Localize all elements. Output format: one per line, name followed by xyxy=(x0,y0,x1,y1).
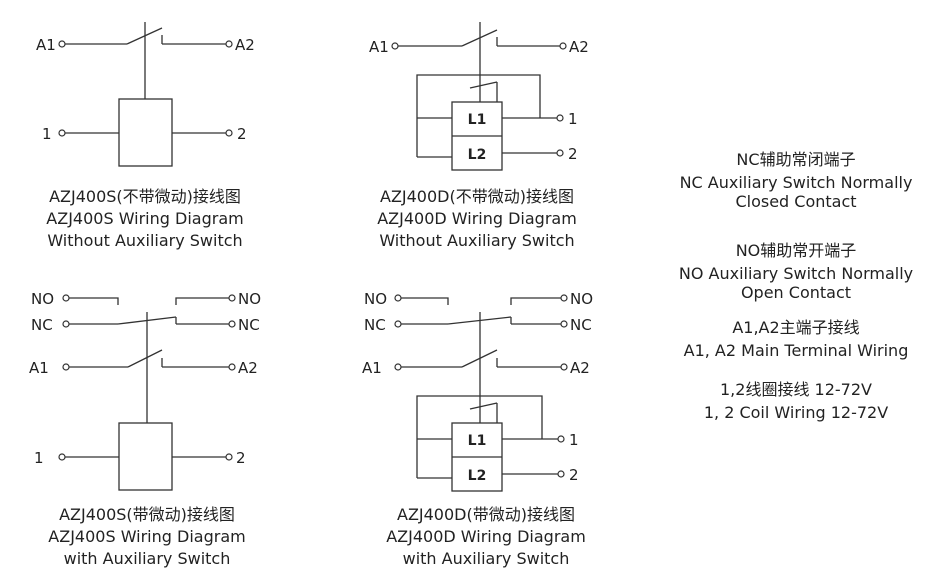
legend-nc-line-3: Closed Contact xyxy=(735,192,856,211)
terminal-no-label: NO xyxy=(31,290,54,308)
legend-no-line-3: Open Contact xyxy=(741,283,851,302)
terminal-a1-label: A1 xyxy=(369,38,389,56)
terminal-nc xyxy=(394,320,402,328)
no-contact-right xyxy=(510,297,561,305)
terminal-nc-label: NC xyxy=(364,316,386,334)
coil-l2-label: L2 xyxy=(468,468,487,484)
terminal-2 xyxy=(225,129,233,137)
terminal-no xyxy=(62,294,70,302)
terminal-nc xyxy=(62,320,70,328)
terminal-a1-label: A1 xyxy=(362,359,382,377)
caption-line-1: AZJ400D(不带微动)接线图 xyxy=(380,187,574,206)
terminal-nc-label: NC xyxy=(238,316,260,334)
terminal-2 xyxy=(557,470,565,478)
caption-line-1: AZJ400S(带微动)接线图 xyxy=(59,505,235,524)
terminal-2-label: 2 xyxy=(237,125,247,143)
terminal-a2-label: A2 xyxy=(569,38,589,56)
terminal-a1 xyxy=(394,363,402,371)
terminal-nc xyxy=(228,320,236,328)
terminal-1-label: 1 xyxy=(568,110,578,128)
terminal-a2-label: A2 xyxy=(570,359,590,377)
terminal-nc xyxy=(560,320,568,328)
diagram-azj400d-without-aux: A1 A2 L1 L2 1 2 AZJ400D(不带微动)接线图 AZJ400D… xyxy=(369,22,589,250)
terminal-a1-label: A1 xyxy=(29,359,49,377)
caption-line-2: AZJ400D Wiring Diagram xyxy=(386,527,586,546)
terminal-a2 xyxy=(560,363,568,371)
terminal-1-label: 1 xyxy=(42,125,52,143)
coil-box xyxy=(118,98,173,167)
diagram-azj400s-with-aux: NO NO NC NC A1 A2 1 2 AZJ400S(带微动)接线图 AZ… xyxy=(29,290,261,568)
diagram-azj400d-with-aux: NO NO NC NC A1 A2 L1 L2 1 xyxy=(362,290,593,568)
terminal-nc-label: NC xyxy=(570,316,592,334)
legend-main-line-2: A1, A2 Main Terminal Wiring xyxy=(684,341,909,360)
terminal-a1-label: A1 xyxy=(36,36,56,54)
terminal-a2-label: A2 xyxy=(235,36,255,54)
terminal-2-label: 2 xyxy=(236,449,246,467)
coil-l1-label: L1 xyxy=(468,112,487,128)
caption-line-3: with Auxiliary Switch xyxy=(403,549,570,568)
terminal-2 xyxy=(556,149,564,157)
internal-switch-blade xyxy=(469,402,498,410)
caption-line-1: AZJ400S(不带微动)接线图 xyxy=(49,187,241,206)
terminal-no xyxy=(560,294,568,302)
caption-line-2: AZJ400D Wiring Diagram xyxy=(377,209,577,228)
terminal-a2 xyxy=(559,42,567,50)
coil-l1-label: L1 xyxy=(468,433,487,449)
terminal-a1 xyxy=(62,363,70,371)
switch-loop xyxy=(416,74,541,157)
terminal-a2 xyxy=(225,40,233,48)
terminal-1 xyxy=(557,435,565,443)
legend: NC辅助常闭端子 NC Auxiliary Switch Normally Cl… xyxy=(679,150,913,422)
legend-nc-line-1: NC辅助常闭端子 xyxy=(736,150,855,169)
main-contact-blade xyxy=(127,349,163,368)
no-contact-left xyxy=(401,297,449,305)
legend-no-line-2: NO Auxiliary Switch Normally xyxy=(679,264,913,283)
terminal-no-label: NO xyxy=(238,290,261,308)
coil-l2-label: L2 xyxy=(468,147,487,163)
terminal-a1 xyxy=(58,40,66,48)
legend-main-line-1: A1,A2主端子接线 xyxy=(732,318,859,337)
internal-switch-blade xyxy=(469,81,498,89)
no-contact-left xyxy=(69,297,119,305)
terminal-a2 xyxy=(228,363,236,371)
legend-nc-line-2: NC Auxiliary Switch Normally xyxy=(680,173,913,192)
terminal-2-label: 2 xyxy=(568,145,578,163)
terminal-no xyxy=(228,294,236,302)
caption-line-2: AZJ400S Wiring Diagram xyxy=(48,527,245,546)
switch-loop xyxy=(416,395,543,478)
coil-box xyxy=(118,422,173,491)
caption-line-3: Without Auxiliary Switch xyxy=(379,231,574,250)
no-contact-right xyxy=(175,297,229,305)
terminal-no xyxy=(394,294,402,302)
terminal-1 xyxy=(58,453,66,461)
terminal-no-label: NO xyxy=(570,290,593,308)
legend-coil-line-2: 1, 2 Coil Wiring 12-72V xyxy=(704,403,888,422)
legend-no-line-1: NO辅助常开端子 xyxy=(736,241,857,260)
terminal-1 xyxy=(58,129,66,137)
terminal-no-label: NO xyxy=(364,290,387,308)
terminal-2-label: 2 xyxy=(569,466,579,484)
caption-line-3: Without Auxiliary Switch xyxy=(47,231,242,250)
terminal-1-label: 1 xyxy=(34,449,44,467)
legend-coil-line-1: 1,2线圈接线 12-72V xyxy=(720,380,872,399)
diagram-azj400s-without-aux: A1 A2 1 2 AZJ400S(不带微动)接线图 AZJ400S Wirin… xyxy=(36,22,255,250)
terminal-nc-label: NC xyxy=(31,316,53,334)
terminal-2 xyxy=(225,453,233,461)
terminal-a2-label: A2 xyxy=(238,359,258,377)
terminal-1-label: 1 xyxy=(569,431,579,449)
terminal-a1 xyxy=(391,42,399,50)
caption-line-2: AZJ400S Wiring Diagram xyxy=(46,209,243,228)
terminal-1 xyxy=(556,114,564,122)
caption-line-3: with Auxiliary Switch xyxy=(64,549,231,568)
caption-line-1: AZJ400D(带微动)接线图 xyxy=(397,505,575,524)
